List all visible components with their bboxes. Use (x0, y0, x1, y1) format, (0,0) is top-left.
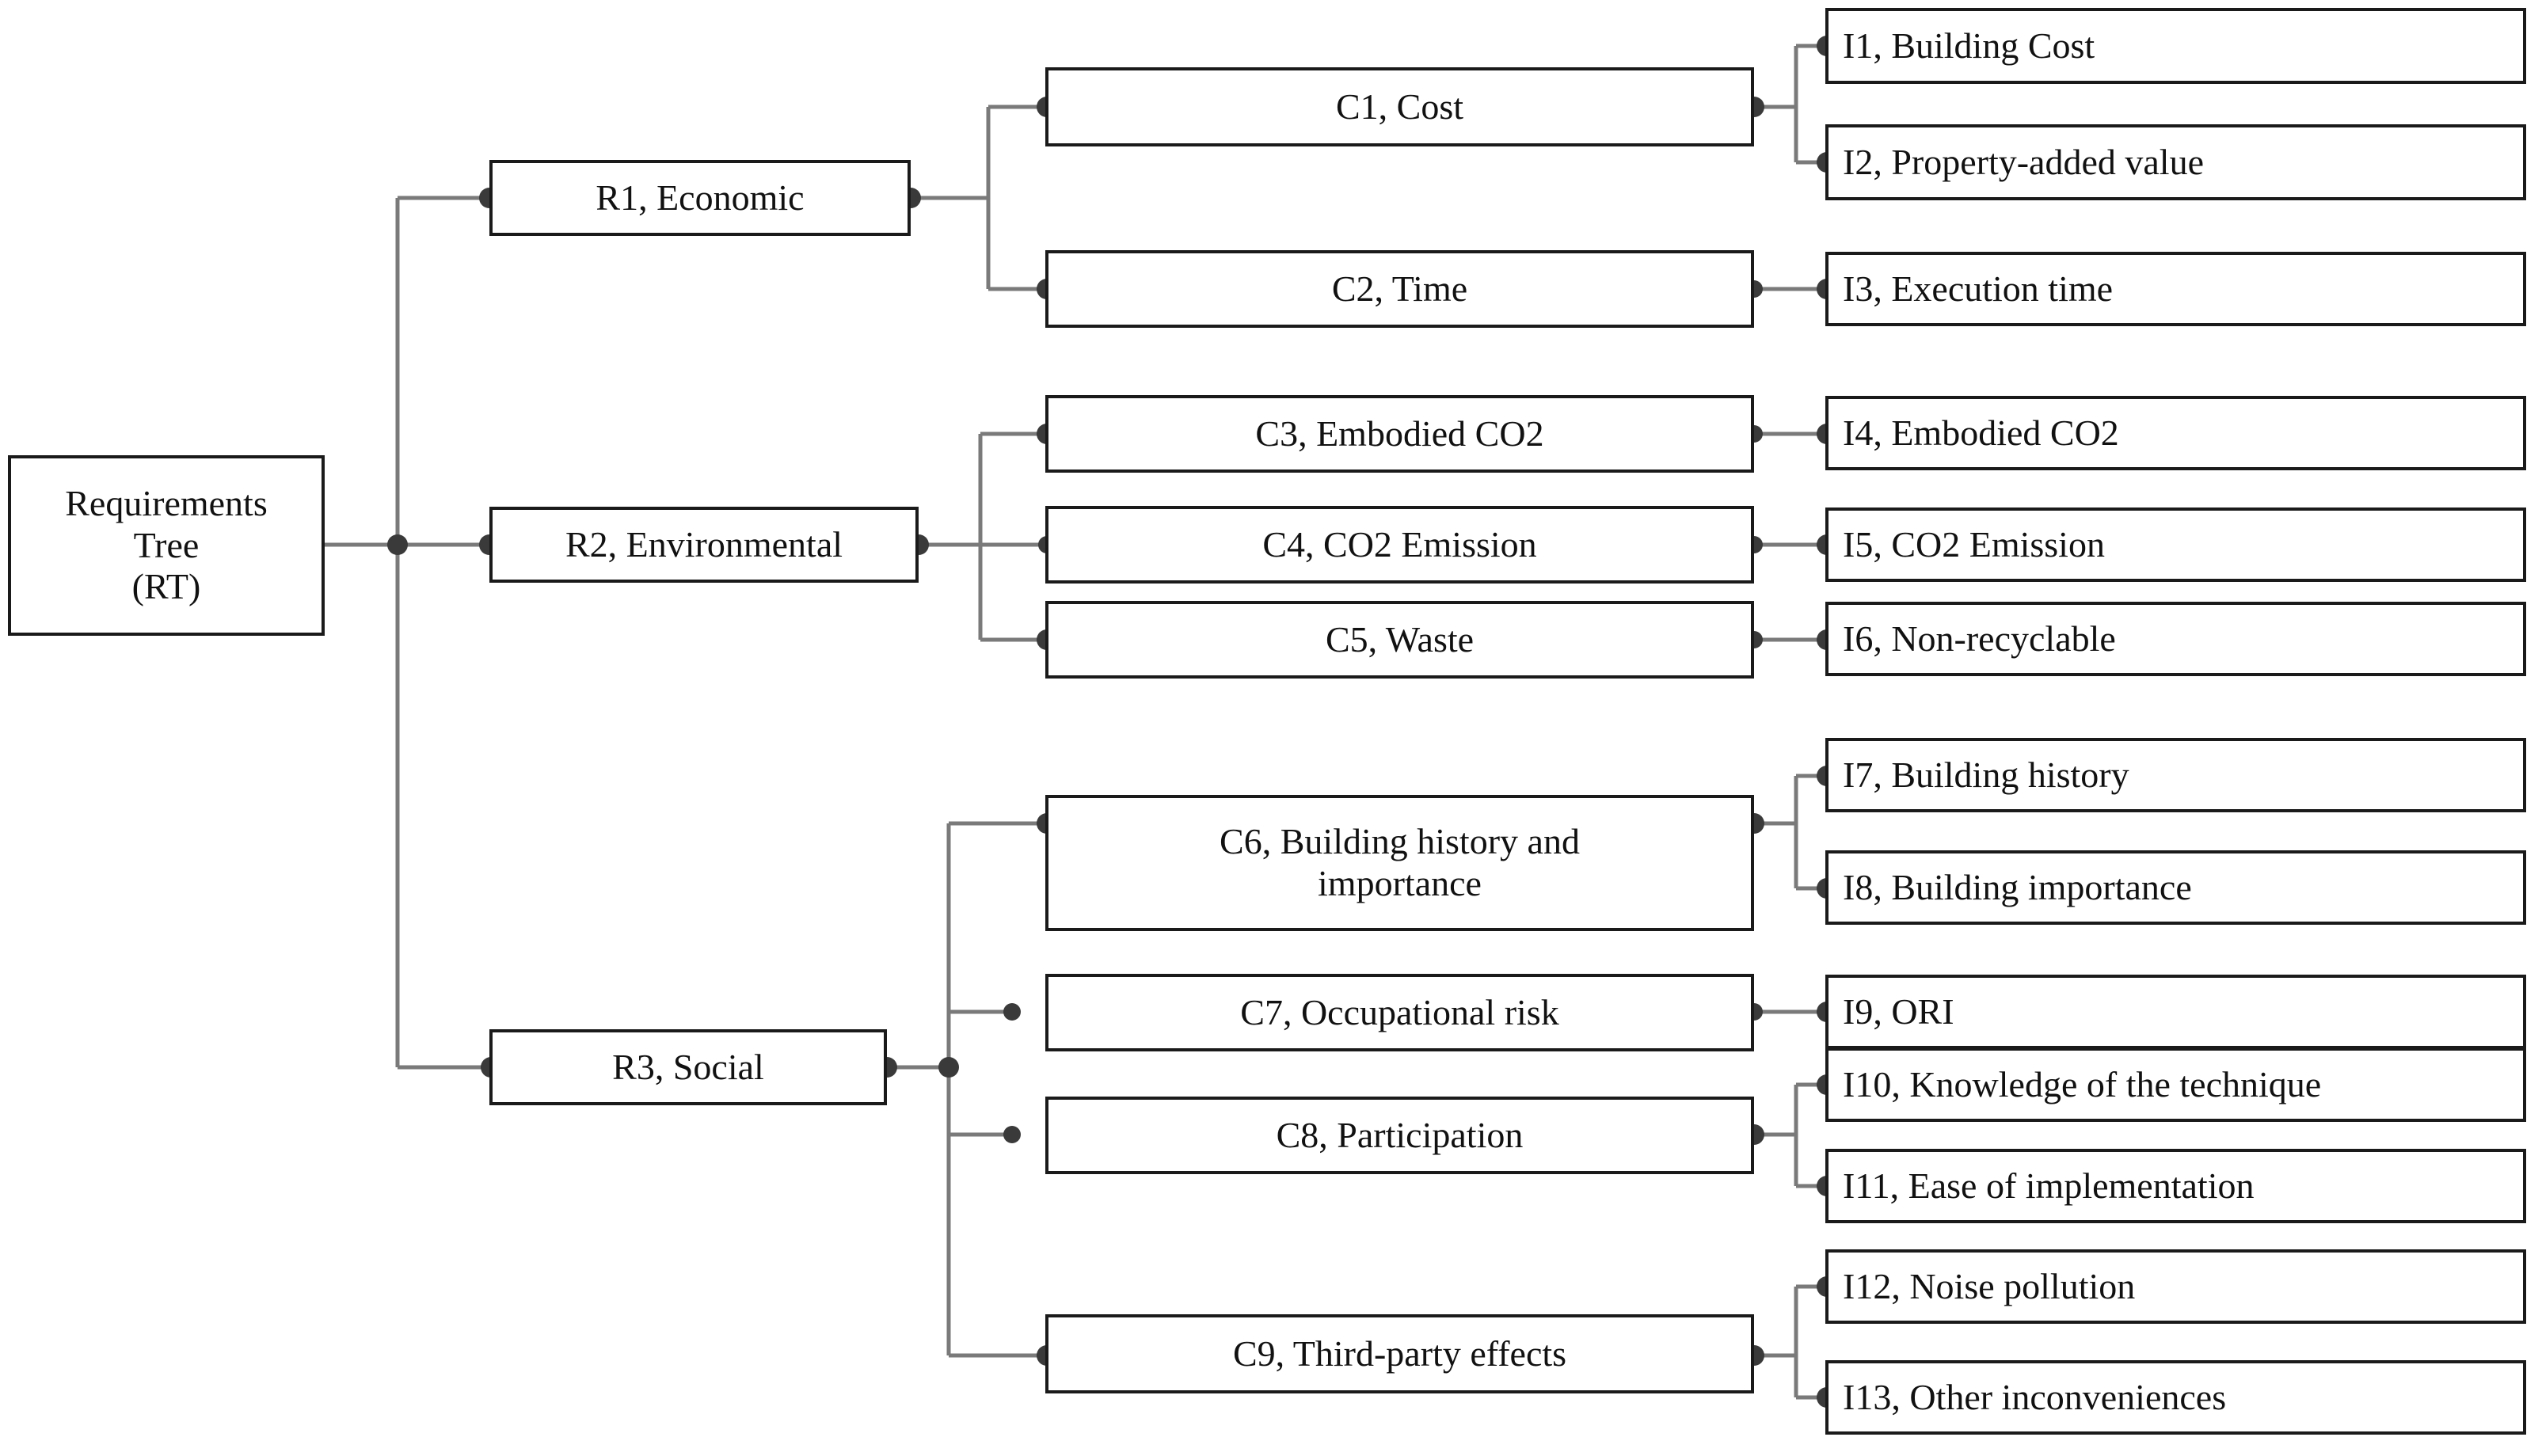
node-label: I8, Building importance (1843, 866, 2192, 907)
node-i3-execution-time[interactable]: I3, Execution time (1825, 252, 2526, 326)
node-i12-noise-pollution[interactable]: I12, Noise pollution (1825, 1249, 2526, 1324)
node-label: I4, Embodied CO2 (1843, 412, 2119, 453)
node-label: C5, Waste (1325, 618, 1475, 660)
node-i4-embodied-co2[interactable]: I4, Embodied CO2 (1825, 396, 2526, 470)
connector-dot-c7-in (1003, 1003, 1021, 1021)
node-label: I11, Ease of implementation (1843, 1165, 2255, 1206)
root-label-line2: Tree (133, 524, 200, 565)
root-label-line1: Requirements (65, 482, 268, 523)
node-label: I12, Noise pollution (1843, 1265, 2136, 1306)
node-r1-economic[interactable]: R1, Economic (489, 160, 911, 236)
node-label: R3, Social (612, 1046, 764, 1087)
node-i7-building-history[interactable]: I7, Building history (1825, 738, 2526, 812)
node-c4-co2-emission[interactable]: C4, CO2 Emission (1045, 506, 1754, 584)
node-label: R2, Environmental (565, 523, 843, 565)
node-label: C3, Embodied CO2 (1255, 412, 1544, 454)
node-c6-building-history-and-importance[interactable]: C6, Building history and importance (1045, 795, 1754, 931)
node-i10-knowledge-of-the-technique[interactable]: I10, Knowledge of the technique (1825, 1047, 2526, 1122)
node-label: I2, Property-added value (1843, 141, 2205, 182)
connector-dot-r3-trunk (938, 1057, 959, 1078)
node-i2-property-added-value[interactable]: I2, Property-added value (1825, 124, 2526, 200)
node-c2-time[interactable]: C2, Time (1045, 250, 1754, 328)
node-c9-third-party-effects[interactable]: C9, Third-party effects (1045, 1314, 1754, 1393)
node-label-line2: importance (1318, 863, 1482, 903)
node-label: I6, Non-recyclable (1843, 618, 2116, 659)
node-i6-non-recyclable[interactable]: I6, Non-recyclable (1825, 602, 2526, 676)
node-label: C9, Third-party effects (1232, 1332, 1567, 1374)
node-label: I5, CO2 Emission (1843, 523, 2105, 565)
root-label-line3: (RT) (131, 566, 201, 607)
node-c8-participation[interactable]: C8, Participation (1045, 1097, 1754, 1174)
node-i9-ori[interactable]: I9, ORI (1825, 975, 2526, 1049)
connector-dot-c8-in (1003, 1126, 1021, 1143)
node-label: C7, Occupational risk (1240, 991, 1559, 1032)
node-c7-occupational-risk[interactable]: C7, Occupational risk (1045, 974, 1754, 1051)
node-label: C8, Participation (1276, 1114, 1524, 1155)
node-c1-cost[interactable]: C1, Cost (1045, 67, 1754, 146)
node-root-requirements-tree[interactable]: Requirements Tree (RT) (8, 455, 325, 636)
node-label-line1: C6, Building history and (1220, 821, 1580, 862)
node-i8-building-importance[interactable]: I8, Building importance (1825, 850, 2526, 925)
node-i5-co2-emission[interactable]: I5, CO2 Emission (1825, 508, 2526, 582)
node-label: I13, Other inconveniences (1843, 1376, 2227, 1417)
connector-dot-trunk-r2 (387, 534, 408, 555)
node-label: I3, Execution time (1843, 268, 2114, 309)
node-r3-social[interactable]: R3, Social (489, 1029, 887, 1105)
node-label: I7, Building history (1843, 754, 2129, 795)
node-label: R1, Economic (596, 177, 805, 218)
node-label: C1, Cost (1335, 86, 1464, 127)
node-label: I10, Knowledge of the technique (1843, 1063, 2322, 1104)
node-i13-other-inconveniences[interactable]: I13, Other inconveniences (1825, 1360, 2526, 1435)
node-label: I1, Building Cost (1843, 25, 2095, 66)
node-label: C4, CO2 Emission (1262, 523, 1537, 565)
node-c5-waste[interactable]: C5, Waste (1045, 601, 1754, 679)
node-i1-building-cost[interactable]: I1, Building Cost (1825, 8, 2526, 84)
node-i11-ease-of-implementation[interactable]: I11, Ease of implementation (1825, 1149, 2526, 1223)
node-label: I9, ORI (1843, 990, 1954, 1032)
node-c3-embodied-co2[interactable]: C3, Embodied CO2 (1045, 395, 1754, 473)
node-label: C2, Time (1331, 268, 1468, 309)
node-r2-environmental[interactable]: R2, Environmental (489, 507, 919, 583)
